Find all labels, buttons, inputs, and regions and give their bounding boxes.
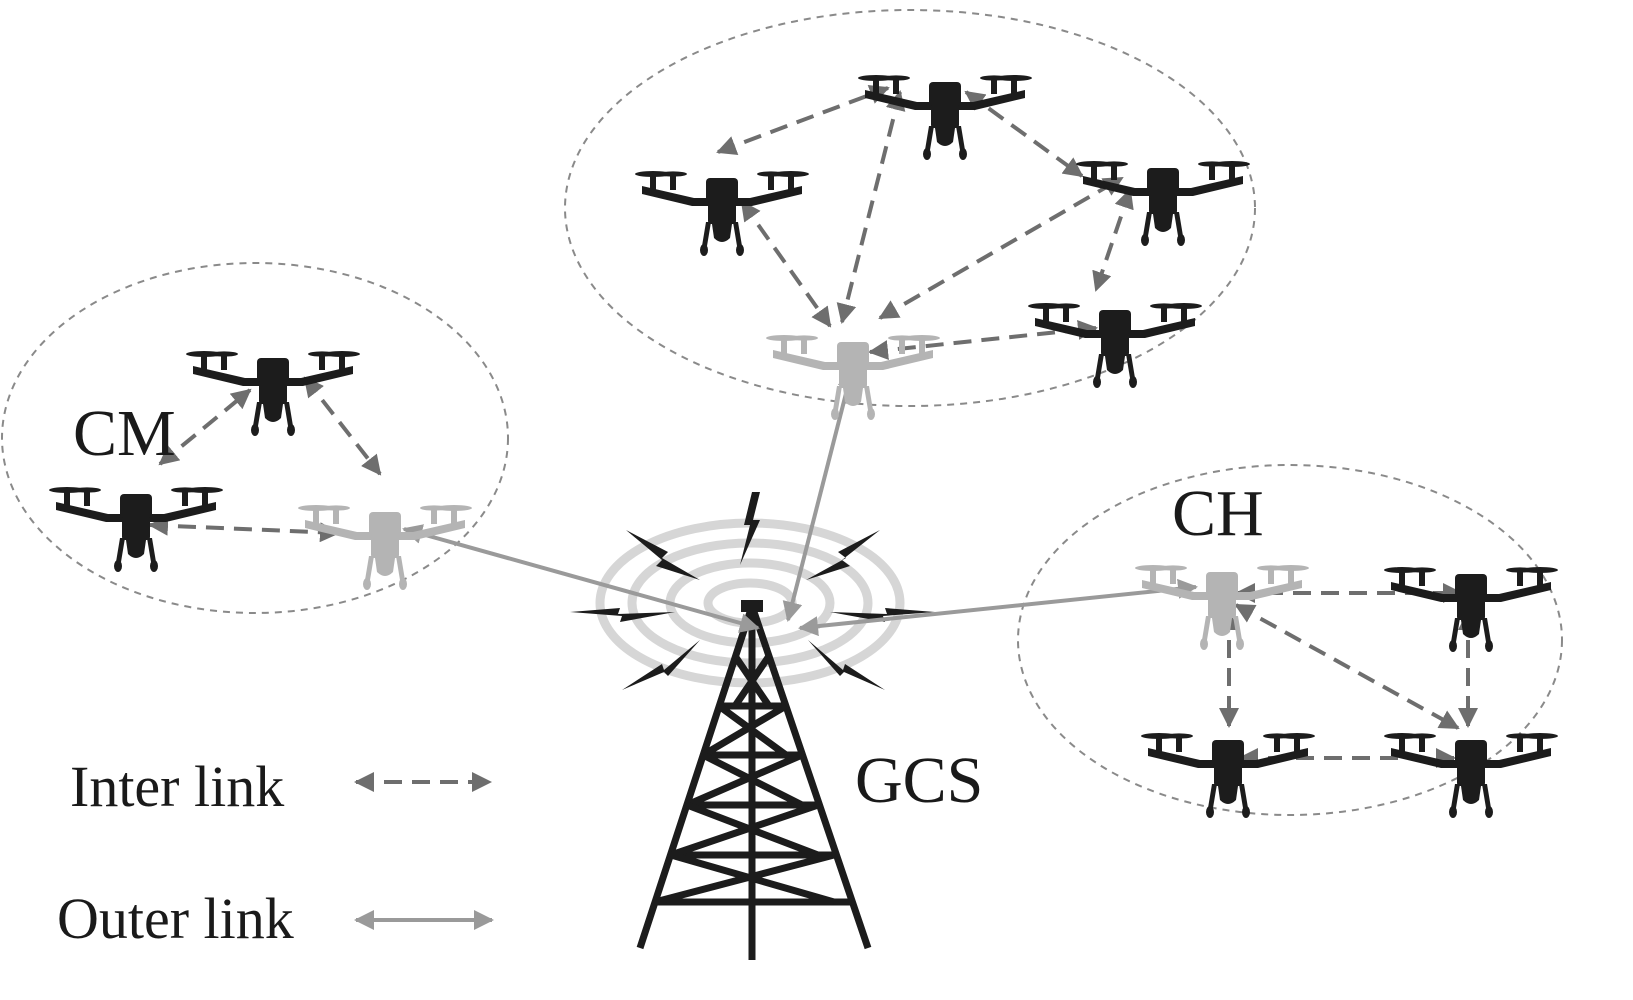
inter-link <box>740 200 832 328</box>
inter-link <box>1092 188 1134 292</box>
inter-link <box>868 319 1098 361</box>
legend-inter-link-label: Inter link <box>70 754 284 819</box>
inter-link <box>158 388 252 466</box>
outer-link <box>402 524 760 633</box>
outer-link <box>798 578 1198 637</box>
inter-link <box>836 90 906 324</box>
radio-tower-icon <box>636 600 872 960</box>
cluster-left-boundary <box>1 262 509 614</box>
legend-outer-link-label: Outer link <box>57 886 294 951</box>
drone-icon <box>1141 733 1315 818</box>
inter-link <box>878 176 1124 320</box>
inter-link <box>1234 603 1460 730</box>
drone-icon <box>1028 303 1202 388</box>
drone-icon <box>635 171 809 256</box>
drone-icon <box>1135 565 1309 650</box>
drone-icon <box>49 487 223 572</box>
drone-icon <box>298 505 472 590</box>
ground-station-label: GCS <box>855 744 983 817</box>
cluster-right-boundary <box>1017 464 1563 816</box>
inter-link <box>964 90 1084 178</box>
cluster-head-label: CH <box>1172 477 1264 550</box>
cluster-top-boundary <box>564 9 1256 407</box>
drones <box>49 75 1558 818</box>
inter-link <box>716 84 890 156</box>
drone-icon <box>1076 161 1250 246</box>
cluster-boundaries <box>1 9 1563 816</box>
drone-icon <box>1384 733 1558 818</box>
inter-link <box>303 376 382 476</box>
outer-link <box>782 368 858 622</box>
outer-links <box>402 368 1198 637</box>
inter-link <box>148 515 340 543</box>
cluster-member-label: CM <box>73 397 176 470</box>
legend: Inter link Outer link <box>57 754 494 951</box>
drone-icon <box>1384 567 1558 652</box>
